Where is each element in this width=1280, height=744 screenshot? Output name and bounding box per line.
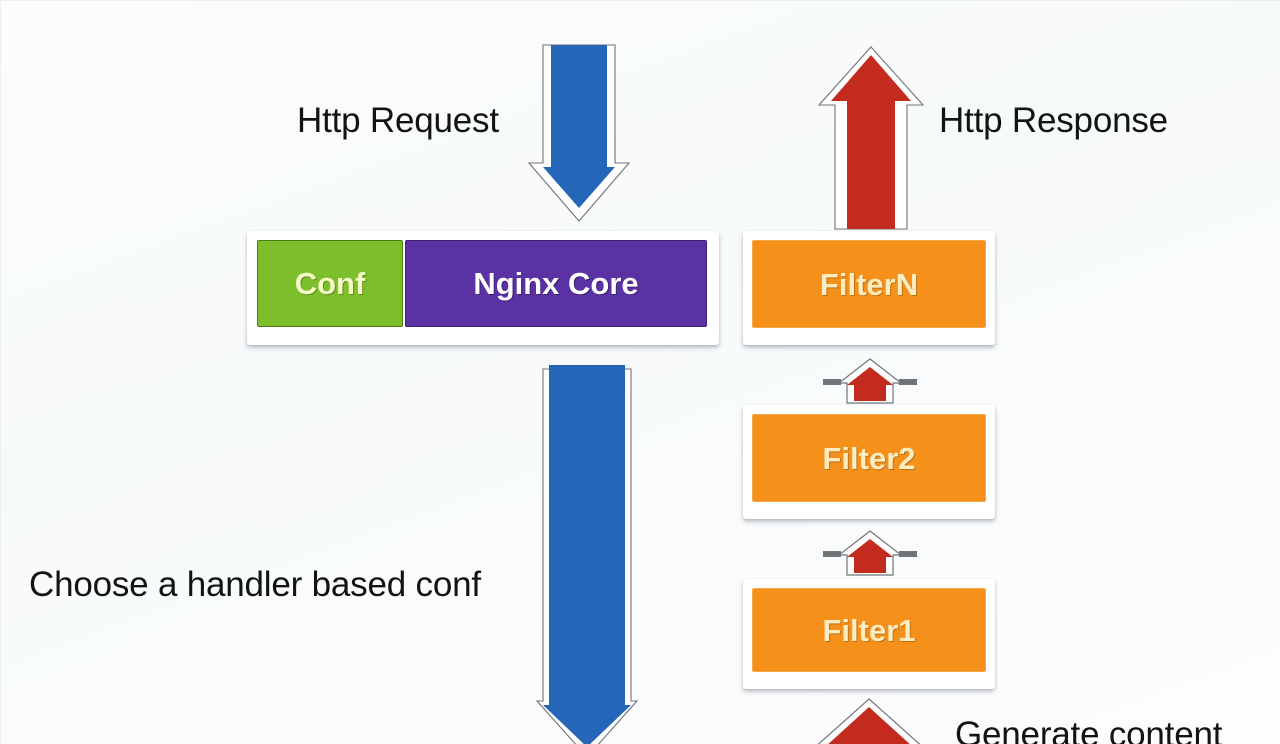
http-request-arrow (527, 44, 631, 222)
generate-content-label: Generate content (955, 715, 1223, 744)
nginx-core-label: Nginx Core (473, 266, 639, 301)
filter-n-frame: FilterN (743, 231, 995, 345)
filter-1-label: Filter1 (822, 612, 916, 648)
http-response-label: Http Response (939, 101, 1168, 140)
generate-content-arrow (813, 697, 925, 744)
filter-chain-arrow-upper (823, 357, 917, 409)
conf-label: Conf (294, 266, 366, 301)
filter-1-frame: Filter1 (743, 579, 995, 689)
arrow-wing-right (899, 379, 917, 385)
nginx-core-block[interactable]: Nginx Core (405, 240, 707, 327)
arrow-body (847, 539, 893, 573)
choose-handler-label: Choose a handler based conf (29, 565, 481, 604)
filter-n-label: FilterN (819, 266, 919, 302)
arrow-wing-left (823, 379, 841, 385)
arrow-body (828, 707, 910, 744)
conf-block[interactable]: Conf (257, 240, 403, 327)
arrow-wing-left (823, 551, 841, 557)
arrow-body (847, 367, 893, 401)
filter-2-block[interactable]: Filter2 (752, 414, 986, 502)
filter-chain-arrow-lower (823, 529, 917, 581)
choose-handler-arrow (535, 365, 639, 744)
arrow-body (831, 55, 911, 229)
arrow-body (543, 365, 631, 744)
filter-2-label: Filter2 (822, 440, 916, 476)
http-request-label: Http Request (297, 101, 499, 140)
filter-n-block[interactable]: FilterN (752, 240, 986, 328)
arrow-wing-right (899, 551, 917, 557)
http-response-arrow (817, 43, 925, 230)
core-row-frame: Conf Nginx Core (247, 231, 719, 345)
filter-2-frame: Filter2 (743, 405, 995, 519)
filter-1-block[interactable]: Filter1 (752, 588, 986, 672)
arrow-body (543, 45, 615, 208)
